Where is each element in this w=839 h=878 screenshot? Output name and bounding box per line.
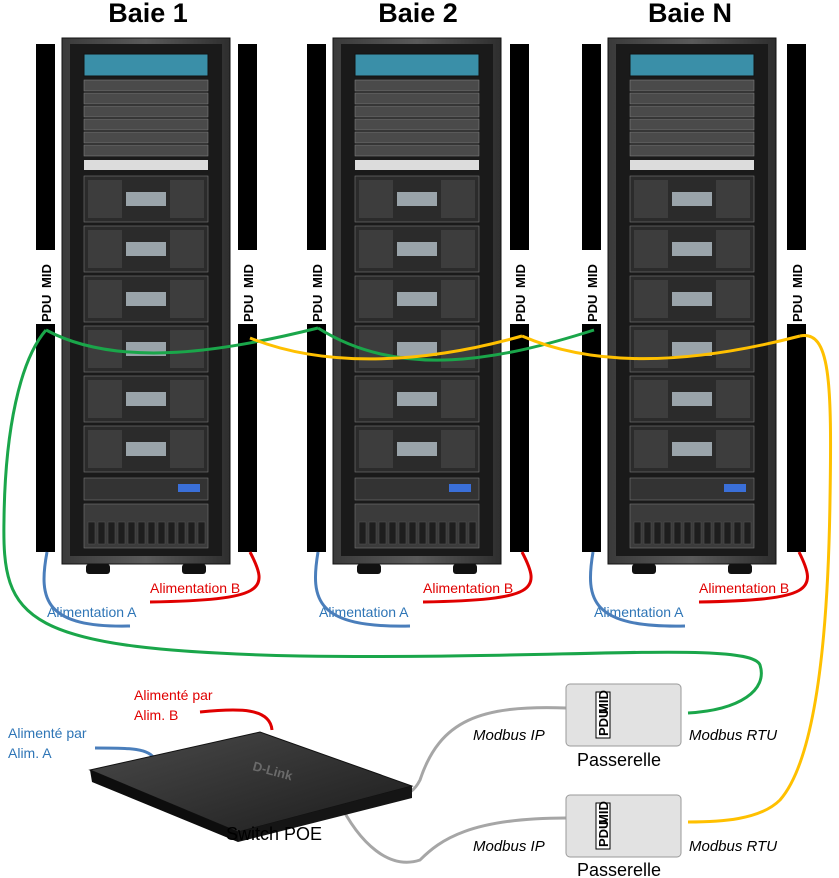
- ethernet-cable-2: [336, 799, 567, 864]
- pdu-label-b: MID: [39, 264, 54, 288]
- gateway-mark-a: PDU: [596, 709, 611, 736]
- gateway-mark-b: MID: [596, 801, 611, 825]
- rack-title: Baie N: [648, 0, 732, 28]
- gateway-label: Passerelle: [577, 750, 661, 770]
- pdu-label-a: PDU: [310, 295, 325, 322]
- feed-a-cable: [589, 551, 686, 628]
- pdu-label-a: PDU: [585, 295, 600, 322]
- pdu-label-b: MID: [513, 264, 528, 288]
- switch-power-a-line1: Alimenté par: [8, 725, 87, 741]
- pdu-label-b: MID: [790, 264, 805, 288]
- server-rack: [332, 37, 502, 574]
- switch-label: Switch POE: [226, 824, 322, 844]
- rack-title: Baie 1: [108, 0, 188, 28]
- power-feed-cables: [42, 551, 809, 628]
- pdu-label-b: MID: [241, 264, 256, 288]
- server-rack: [61, 37, 231, 574]
- feed-b-label: Alimentation B: [150, 580, 240, 596]
- pdu-label-a: PDU: [241, 295, 256, 322]
- pdu-label-a: PDU: [39, 295, 54, 322]
- gateway-right-label: Modbus RTU: [689, 838, 777, 855]
- rack-title: Baie 2: [378, 0, 458, 28]
- green-bus-cable: [317, 326, 595, 362]
- poe-switch: D-Link Switch POE Alimenté par Alim. A A…: [8, 687, 414, 844]
- gateway-left-label: Modbus IP: [473, 838, 545, 855]
- feed-a-label: Alimentation A: [594, 604, 684, 620]
- feed-b-label: Alimentation B: [423, 580, 513, 596]
- switch-power-b-line2: Alim. B: [134, 707, 178, 723]
- rack-1: Baie 1 PDU MID PDU MID Alimentation A Al…: [36, 0, 257, 620]
- feed-b-cable: [149, 551, 261, 604]
- green-bus-cable: [2, 329, 763, 715]
- pdu-right: PDU MID: [238, 44, 257, 552]
- feed-a-label: Alimentation A: [319, 604, 409, 620]
- switch-power-a-line2: Alim. A: [8, 745, 52, 761]
- pdu-left: PDU MID: [582, 44, 601, 552]
- feed-a-cable: [314, 551, 411, 628]
- gateway-2: PDU MID Modbus IP Modbus RTU Passerelle: [473, 794, 777, 878]
- yellow-bus-cable: [249, 334, 523, 361]
- gateway-mark-a: PDU: [596, 820, 611, 847]
- gateway-mark-b: MID: [596, 690, 611, 714]
- switch-power-b: [199, 708, 274, 731]
- green-bus-cable: [45, 326, 319, 355]
- pdu-label-a: PDU: [513, 295, 528, 322]
- pdu-left: PDU MID: [36, 44, 55, 552]
- gateway-label: Passerelle: [577, 860, 661, 878]
- pdu-left: PDU MID: [307, 44, 326, 552]
- rack-n: Baie N PDU MID PDU MID Alimentation A Al…: [582, 0, 806, 620]
- pdu-right: PDU MID: [787, 44, 806, 552]
- gateway-1: PDU MID Modbus IP Modbus RTU Passerelle: [473, 683, 777, 770]
- pdu-label-a: PDU: [790, 295, 805, 322]
- yellow-bus-cable: [521, 334, 801, 361]
- pdu-label-b: MID: [585, 264, 600, 288]
- rack-2: Baie 2 PDU MID PDU MID Alimentation A Al…: [307, 0, 529, 620]
- feed-a-cable: [42, 551, 131, 628]
- pdu-label-b: MID: [310, 264, 325, 288]
- feed-b-cable: [698, 551, 809, 604]
- gateway-left-label: Modbus IP: [473, 727, 545, 744]
- feed-b-label: Alimentation B: [699, 580, 789, 596]
- feed-a-label: Alimentation A: [47, 604, 137, 620]
- pdu-right: PDU MID: [510, 44, 529, 552]
- gateway-right-label: Modbus RTU: [689, 727, 777, 744]
- feed-b-cable: [422, 551, 533, 604]
- modbus-rtu-chains: [2, 326, 833, 824]
- server-rack: [607, 37, 777, 574]
- yellow-bus-cable: [687, 334, 833, 824]
- switch-power-b-line1: Alimenté par: [134, 687, 213, 703]
